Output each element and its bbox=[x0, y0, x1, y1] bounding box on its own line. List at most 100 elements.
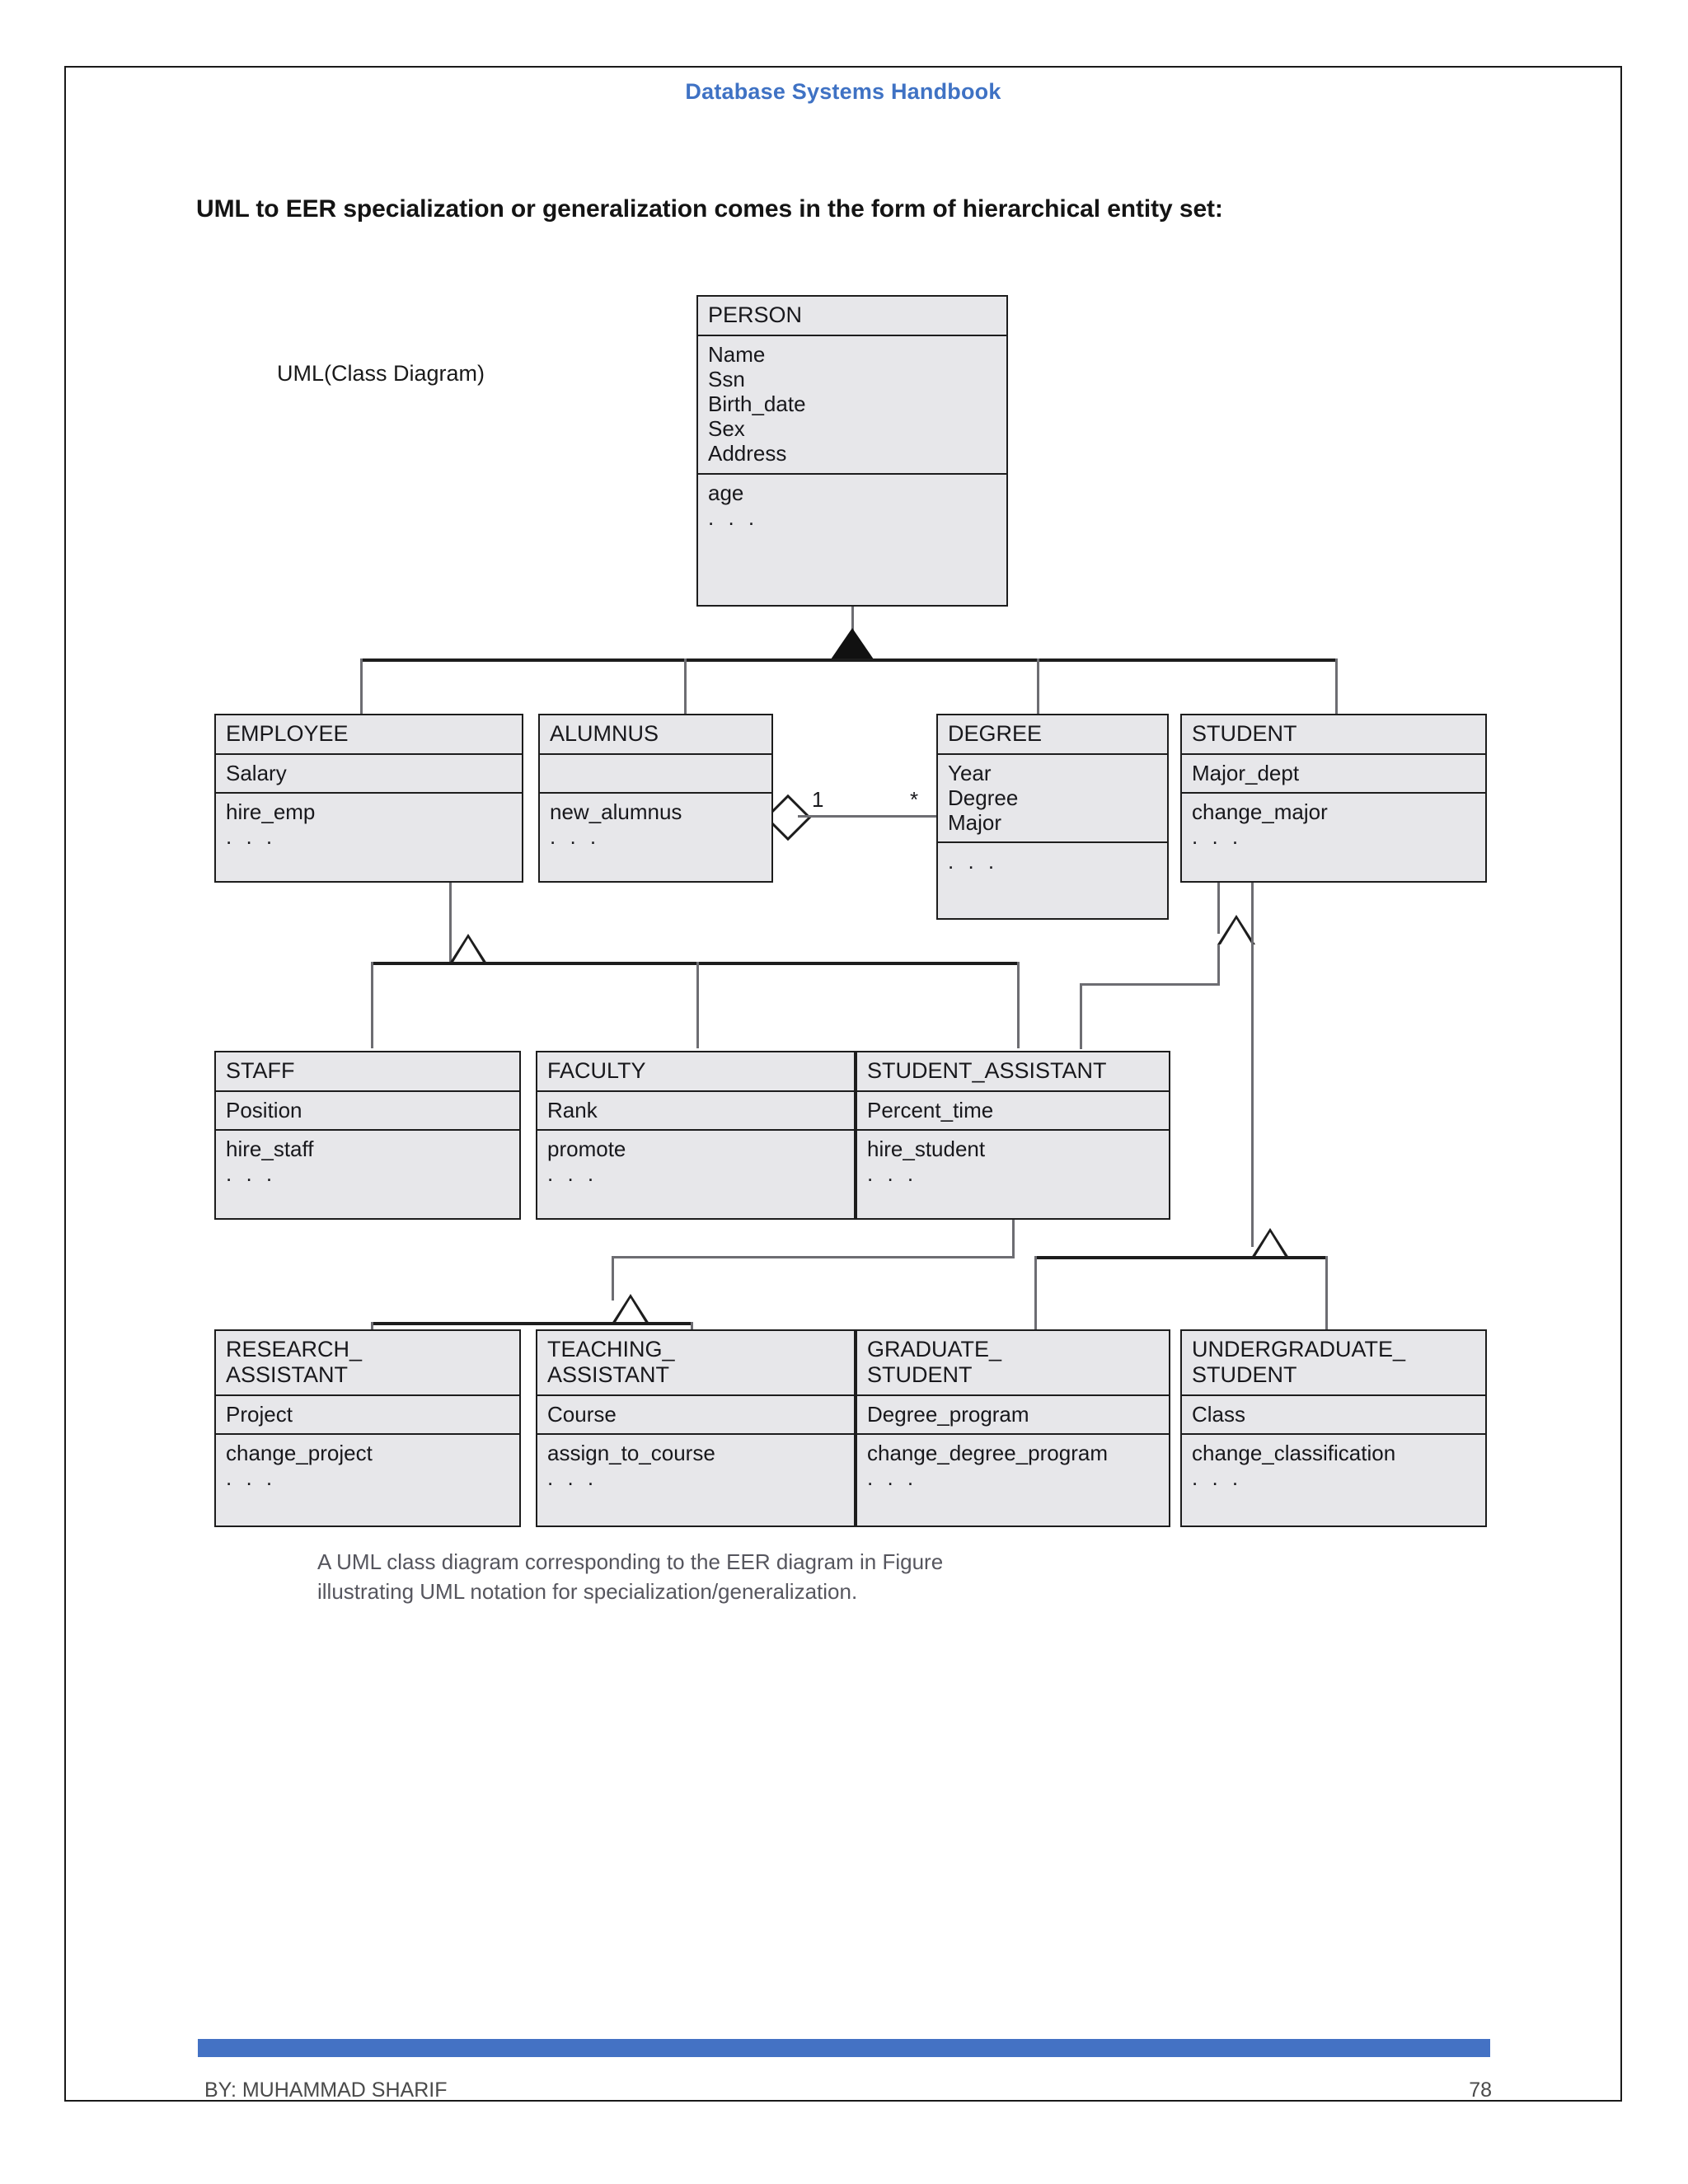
class-box-teaching-assistant[interactable]: TEACHING_ ASSISTANT Course assign_to_cou… bbox=[536, 1329, 856, 1527]
class-name-faculty: FACULTY bbox=[547, 1058, 646, 1083]
operation-row: change_degree_program bbox=[867, 1440, 1108, 1465]
operation-row: change_classification bbox=[1192, 1440, 1396, 1465]
connector-bar-to-graduate bbox=[1034, 1256, 1037, 1338]
operation-row: hire_student bbox=[867, 1136, 986, 1161]
attribute-row: Name bbox=[708, 341, 766, 367]
operation-row: . . . bbox=[1192, 1465, 1243, 1490]
class-name-undergraduate-student: UNDERGRADUATE_ STUDENT bbox=[1182, 1331, 1485, 1394]
figure-caption: A UML class diagram corresponding to the… bbox=[317, 1548, 1142, 1607]
connector-student-assistant-stem bbox=[1012, 1218, 1015, 1258]
multiplicity-source: 1 bbox=[812, 787, 824, 812]
class-box-staff[interactable]: STAFF Position hire_staff . . . bbox=[214, 1051, 521, 1220]
class-operations-person: age . . . bbox=[698, 472, 1006, 537]
attribute-row: Rank bbox=[547, 1097, 598, 1122]
document-header-title: Database Systems Handbook bbox=[685, 79, 1001, 104]
attribute-row: Ssn bbox=[708, 366, 745, 391]
class-attributes-employee: Salary bbox=[216, 752, 522, 792]
class-operations-employee: hire_emp . . . bbox=[216, 791, 522, 855]
operation-row: . . . bbox=[1192, 824, 1243, 850]
attribute-row: Position bbox=[226, 1097, 302, 1122]
connector-bar-to-employee bbox=[360, 658, 363, 715]
class-box-student[interactable]: STUDENT Major_dept change_major . . . bbox=[1180, 714, 1487, 883]
generalization-triangle-student-assistant bbox=[1217, 915, 1255, 944]
connector-bar-to-degree bbox=[1037, 658, 1039, 715]
operation-row: . . . bbox=[948, 849, 999, 874]
class-operations-faculty: promote . . . bbox=[537, 1128, 854, 1193]
class-operations-student: change_major . . . bbox=[1182, 791, 1485, 855]
generalization-triangle-student bbox=[1251, 1228, 1289, 1258]
footer-accent-bar bbox=[198, 2039, 1490, 2057]
operation-row: new_alumnus bbox=[550, 799, 682, 824]
class-name-line: STUDENT bbox=[867, 1361, 973, 1387]
class-attributes-degree: Year Degree Major bbox=[938, 752, 1167, 841]
attribute-row: Major bbox=[948, 810, 1002, 836]
connector-student-stem-left bbox=[1217, 882, 1220, 934]
class-operations-degree: . . . bbox=[938, 841, 1167, 880]
attribute-row bbox=[550, 761, 762, 785]
footer-author: BY: MUHAMMAD SHARIF bbox=[204, 2079, 448, 2102]
class-box-person[interactable]: PERSON Name Ssn Birth_date Sex Address a… bbox=[696, 295, 1008, 607]
operation-row: change_major bbox=[1192, 799, 1328, 824]
connector-bar-to-staff bbox=[371, 962, 373, 1048]
operation-row: age bbox=[708, 480, 744, 505]
generalization-bar-student bbox=[1034, 1256, 1327, 1259]
class-name-teaching-assistant: TEACHING_ ASSISTANT bbox=[537, 1331, 854, 1394]
caption-line-2: illustrating UML notation for specializa… bbox=[317, 1578, 858, 1604]
class-name-line: GRADUATE_ bbox=[867, 1337, 1002, 1361]
class-name-graduate-student: GRADUATE_ STUDENT bbox=[857, 1331, 1169, 1394]
operation-row: . . . bbox=[708, 504, 759, 530]
class-attributes-graduate-student: Degree_program bbox=[857, 1394, 1169, 1433]
operation-row: promote bbox=[547, 1136, 626, 1161]
class-operations-teaching-assistant: assign_to_course . . . bbox=[537, 1432, 854, 1497]
operation-row: . . . bbox=[550, 824, 601, 850]
attribute-row: Class bbox=[1192, 1401, 1246, 1427]
class-box-faculty[interactable]: FACULTY Rank promote . . . bbox=[536, 1051, 856, 1220]
class-attributes-teaching-assistant: Course bbox=[537, 1394, 854, 1433]
class-box-degree[interactable]: DEGREE Year Degree Major . . . bbox=[936, 714, 1169, 920]
operation-row: change_project bbox=[226, 1440, 373, 1465]
class-box-student-assistant[interactable]: STUDENT_ASSISTANT Percent_time hire_stud… bbox=[856, 1051, 1170, 1220]
class-name-alumnus: ALUMNUS bbox=[550, 721, 659, 746]
class-attributes-student: Major_dept bbox=[1182, 752, 1485, 792]
class-box-graduate-student[interactable]: GRADUATE_ STUDENT Degree_program change_… bbox=[856, 1329, 1170, 1527]
operation-row: assign_to_course bbox=[547, 1440, 715, 1465]
operation-row: . . . bbox=[547, 1161, 598, 1187]
attribute-row: Birth_date bbox=[708, 391, 806, 417]
class-box-employee[interactable]: EMPLOYEE Salary hire_emp . . . bbox=[214, 714, 523, 883]
class-operations-research-assistant: change_project . . . bbox=[216, 1432, 519, 1497]
operation-row: hire_staff bbox=[226, 1136, 314, 1161]
operation-row: . . . bbox=[226, 824, 277, 850]
operation-row: hire_emp bbox=[226, 799, 316, 824]
class-attributes-undergraduate-student: Class bbox=[1182, 1394, 1485, 1433]
class-operations-student-assistant: hire_student . . . bbox=[857, 1128, 1169, 1193]
class-box-undergraduate-student[interactable]: UNDERGRADUATE_ STUDENT Class change_clas… bbox=[1180, 1329, 1487, 1527]
class-attributes-alumnus bbox=[540, 752, 771, 792]
class-operations-alumnus: new_alumnus . . . bbox=[540, 791, 771, 855]
generalization-triangle-person bbox=[831, 628, 874, 659]
attribute-row: Degree_program bbox=[867, 1401, 1029, 1427]
operation-row: . . . bbox=[226, 1161, 277, 1187]
class-attributes-research-assistant: Project bbox=[216, 1394, 519, 1433]
class-name-employee: EMPLOYEE bbox=[226, 721, 349, 746]
generalization-bar-assistant bbox=[371, 1322, 692, 1325]
connector-bar-to-undergraduate bbox=[1325, 1256, 1328, 1338]
connector-bar-to-student-assistant bbox=[1017, 962, 1020, 1048]
class-attributes-person: Name Ssn Birth_date Sex Address bbox=[698, 334, 1006, 473]
connector-bar-to-faculty bbox=[696, 962, 699, 1048]
attribute-row: Year bbox=[948, 760, 992, 785]
class-name-line: TEACHING_ bbox=[547, 1337, 675, 1361]
class-box-alumnus[interactable]: ALUMNUS new_alumnus . . . bbox=[538, 714, 773, 883]
connector-student-stem-right bbox=[1251, 882, 1254, 1247]
class-attributes-staff: Position bbox=[216, 1090, 519, 1129]
operation-row: . . . bbox=[547, 1465, 598, 1490]
connector-student-assistant-bridge bbox=[612, 1256, 1015, 1258]
connector-alumnus-degree bbox=[798, 815, 936, 818]
connector-student-assistant-horizontal bbox=[1080, 983, 1220, 986]
class-operations-undergraduate-student: change_classification . . . bbox=[1182, 1432, 1485, 1497]
class-box-research-assistant[interactable]: RESEARCH_ ASSISTANT Project change_proje… bbox=[214, 1329, 521, 1527]
class-name-line: UNDERGRADUATE_ bbox=[1192, 1337, 1406, 1361]
attribute-row: Course bbox=[547, 1401, 617, 1427]
connector-student-assistant-down bbox=[1080, 983, 1082, 1049]
class-name-line: ASSISTANT bbox=[547, 1361, 670, 1387]
class-name-line: RESEARCH_ bbox=[226, 1337, 363, 1361]
